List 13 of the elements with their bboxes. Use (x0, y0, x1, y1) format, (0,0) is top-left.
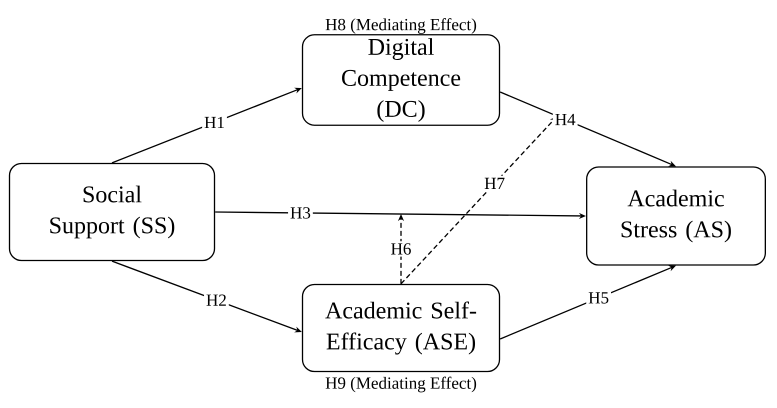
concept-box: Digital Competence (DC) (302, 34, 500, 126)
edge-label: H2 (204, 292, 229, 308)
concept-box: Academic Stress (AS) (586, 166, 766, 266)
edge-label: H6 (388, 241, 414, 257)
edge-label: H5 (586, 290, 612, 306)
edge-label: H3 (288, 205, 313, 221)
annotation-label: H8 (Mediating Effect) (326, 18, 476, 34)
concept-box: Social Support (SS) (8, 162, 216, 262)
edge-label: H1 (202, 114, 227, 130)
concept-box: Academic Self-Efficacy (ASE) (302, 284, 500, 372)
edge-label: H4 (552, 112, 578, 128)
edge-label: H7 (482, 176, 507, 191)
annotation-label: H9 (Mediating Effect) (326, 376, 476, 392)
